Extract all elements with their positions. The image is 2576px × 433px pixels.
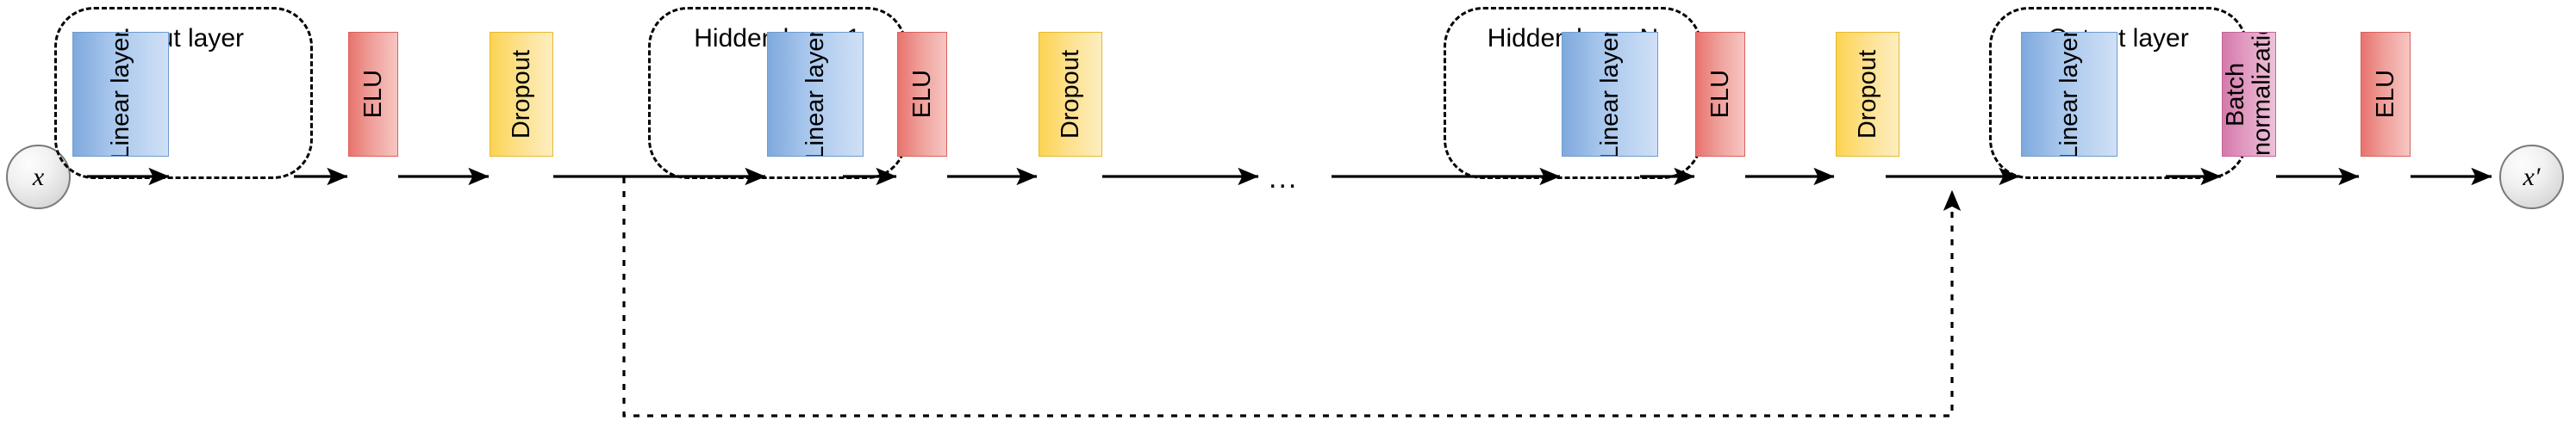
block-hidden1-linear-layer: Linear layer bbox=[767, 32, 864, 157]
block-label: Linear layer bbox=[2055, 32, 2083, 157]
skip-connection-path bbox=[622, 177, 1962, 418]
block-label: ELU bbox=[908, 70, 936, 119]
block-output-elu: ELU bbox=[2361, 32, 2411, 157]
block-label: Linear layer bbox=[106, 32, 134, 157]
block-label: ELU bbox=[359, 70, 387, 119]
input-variable-label: x bbox=[32, 162, 45, 191]
block-input-elu: ELU bbox=[348, 32, 398, 157]
block-label: ELU bbox=[1706, 70, 1734, 119]
block-label: Batch normalization bbox=[2222, 32, 2276, 156]
group-input-layer bbox=[54, 7, 313, 179]
block-hiddenN-linear-layer: Linear layer bbox=[1562, 32, 1658, 157]
block-input-linear-layer: Linear layer bbox=[72, 32, 169, 157]
block-hiddenN-elu: ELU bbox=[1695, 32, 1745, 157]
output-variable-label: x′ bbox=[2523, 162, 2541, 191]
block-output-batch-normalization: Batch normalization bbox=[2222, 32, 2276, 157]
layers-ellipsis: ... bbox=[1269, 162, 1299, 195]
block-label: ELU bbox=[2371, 70, 2399, 119]
block-label: Dropout bbox=[1056, 49, 1084, 139]
block-label: Linear layer bbox=[801, 32, 829, 157]
block-hidden1-dropout: Dropout bbox=[1039, 32, 1102, 157]
block-label: Dropout bbox=[1853, 49, 1881, 139]
block-label: Dropout bbox=[507, 49, 535, 139]
block-hiddenN-dropout: Dropout bbox=[1836, 32, 1899, 157]
block-hidden1-elu: ELU bbox=[897, 32, 947, 157]
block-input-dropout: Dropout bbox=[490, 32, 553, 157]
block-output-linear-layer: Linear layer bbox=[2021, 32, 2118, 157]
output-variable-node: x′ bbox=[2499, 145, 2564, 209]
block-label: Linear layer bbox=[1595, 32, 1624, 157]
